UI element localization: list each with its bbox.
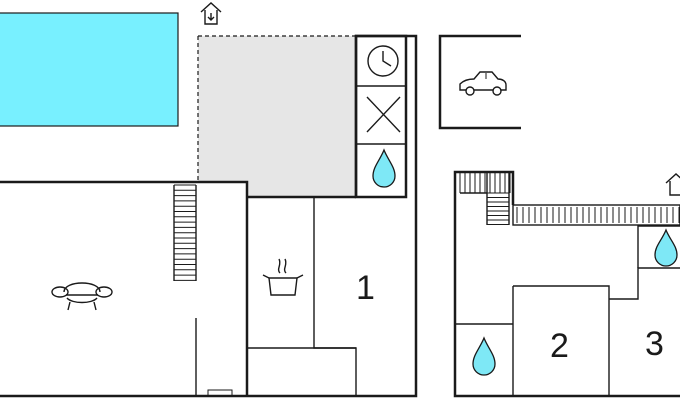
second-house-walls xyxy=(453,170,680,398)
x-mark-icon xyxy=(366,96,401,133)
main-house-walls xyxy=(0,34,418,398)
entrance-house-icon xyxy=(200,2,222,25)
stairs-second xyxy=(459,172,511,225)
room-number-3: 3 xyxy=(645,325,664,363)
garage xyxy=(438,34,521,130)
cooking-pot-icon xyxy=(262,258,304,296)
car-icon xyxy=(459,71,507,96)
terrace xyxy=(197,35,355,197)
pool xyxy=(0,12,179,127)
water-drop-icon xyxy=(372,148,396,188)
entrance-house-icon xyxy=(665,173,680,196)
balcony-railing xyxy=(512,204,680,226)
room-number-1: 1 xyxy=(356,269,375,307)
water-drop-icon xyxy=(654,228,678,267)
clock-icon xyxy=(367,45,399,77)
water-drop-icon xyxy=(472,336,496,376)
room-number-2: 2 xyxy=(550,327,569,365)
stairs-main xyxy=(173,184,197,281)
sofa-icon xyxy=(51,282,113,311)
